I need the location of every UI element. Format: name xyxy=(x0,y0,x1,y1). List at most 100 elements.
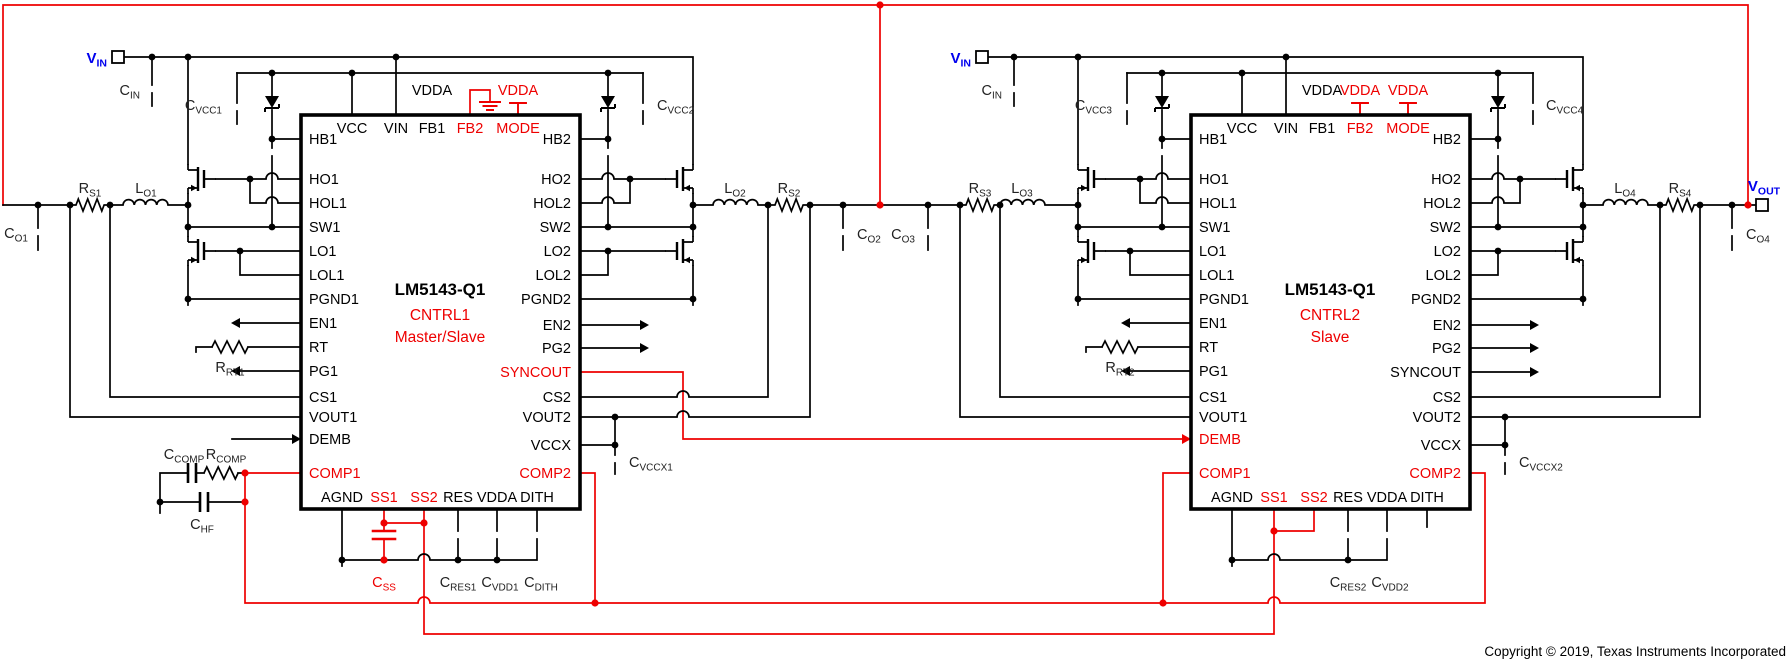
pin-label: VIN xyxy=(1274,121,1298,137)
pin-label: SS1 xyxy=(1260,490,1287,506)
pin-label: SS2 xyxy=(1300,490,1327,506)
pin-label: HOL2 xyxy=(1423,196,1461,212)
ic1-part-number: LM5143-Q1 xyxy=(395,280,486,299)
capacitor-icon xyxy=(447,531,469,539)
ground-icon xyxy=(1219,566,1245,576)
pin-label: SS2 xyxy=(410,490,437,506)
component-label: CO3 xyxy=(891,227,915,246)
junction-dot xyxy=(1494,247,1502,255)
junction-dot xyxy=(241,469,249,477)
wire xyxy=(579,250,666,276)
pin-label: FB1 xyxy=(419,121,446,137)
ground-icon xyxy=(1073,352,1099,362)
wire xyxy=(187,56,302,306)
pin-label: LO1 xyxy=(1199,244,1226,260)
syncout-demb-wire xyxy=(579,371,1183,440)
component-label: CRES2 xyxy=(1330,575,1367,594)
supply-label: VDDA xyxy=(1388,83,1429,99)
wire xyxy=(1077,56,1192,306)
junction-dot xyxy=(924,201,932,209)
component-label: CSS xyxy=(372,575,396,594)
ground-icon xyxy=(1570,305,1596,315)
ic1-labels: LM5143-Q1 CNTRL1 Master/Slave HB1 HO1 HO… xyxy=(309,83,571,506)
pin-label: RES xyxy=(443,490,473,506)
wire xyxy=(1126,56,1534,116)
pin-label: SW1 xyxy=(1199,220,1230,236)
ic2-labels: LM5143-Q1 CNTRL2 Slave HB1 HO1 HOL1 SW1 … xyxy=(1199,83,1461,506)
wire xyxy=(1105,172,1192,204)
pin-label: SW1 xyxy=(309,220,340,236)
junction-dot xyxy=(1074,223,1082,231)
pin-label: HO1 xyxy=(1199,172,1229,188)
capacitor-icon xyxy=(632,103,654,111)
wire xyxy=(195,339,302,355)
vin-terminal xyxy=(111,50,125,64)
component-label: RRT2 xyxy=(1105,360,1135,379)
mosfet-icon xyxy=(186,234,218,268)
vout-terminal xyxy=(1755,198,1769,212)
ground-icon xyxy=(175,305,201,315)
junction-dot xyxy=(1579,201,1587,209)
mosfet-icon xyxy=(1553,162,1585,196)
wire xyxy=(469,89,491,116)
junction-dot xyxy=(689,223,697,231)
pin-label: HB1 xyxy=(1199,132,1227,148)
junction-dot xyxy=(604,135,612,143)
pin-label: PG2 xyxy=(542,341,571,357)
component-label: CVCC4 xyxy=(1546,98,1584,117)
pin-label: CS1 xyxy=(1199,390,1227,406)
capacitor-icon xyxy=(1003,85,1025,93)
vin-label: VIN xyxy=(86,50,107,70)
capacitor-icon xyxy=(1487,148,1509,156)
arrow-icon xyxy=(1530,320,1539,330)
junction-dot xyxy=(1126,247,1134,255)
wire xyxy=(1469,324,1531,373)
pin-label: SW2 xyxy=(540,220,571,236)
capacitor-icon xyxy=(526,531,548,539)
pin-label: COMP1 xyxy=(309,466,361,482)
supply-label: VDDA xyxy=(498,83,539,99)
junction-dot xyxy=(876,201,884,209)
wire xyxy=(1469,193,1584,306)
junction-dots xyxy=(34,1,1752,607)
junction-dot xyxy=(348,69,356,77)
capacitor-icon xyxy=(486,531,508,539)
ground-icon xyxy=(329,566,355,576)
arrow-icon xyxy=(640,320,649,330)
pin-label: MODE xyxy=(1386,121,1430,137)
supply-label: VDDA xyxy=(412,83,453,99)
junction-dot xyxy=(1074,295,1082,303)
wire xyxy=(579,416,616,475)
capacitor-icon xyxy=(371,529,397,541)
junction-dot xyxy=(996,201,1004,209)
ic1-role: Master/Slave xyxy=(395,329,485,346)
junction-dot xyxy=(268,223,276,231)
pin-label: COMP1 xyxy=(1199,466,1251,482)
wire xyxy=(1469,250,1556,276)
ground-icon xyxy=(139,106,165,116)
junction-dot xyxy=(66,201,74,209)
ground-icon xyxy=(25,250,51,260)
junction-dot xyxy=(839,201,847,209)
wire xyxy=(123,56,694,165)
pin-label: VOUT1 xyxy=(1199,410,1247,426)
junction-dot xyxy=(1270,527,1278,535)
supply-label: VDDA xyxy=(1302,83,1343,99)
pin-label: PGND1 xyxy=(309,292,359,308)
capacitor-icon xyxy=(226,103,248,111)
capacitor-icon xyxy=(1151,148,1173,156)
output-bus xyxy=(692,196,1079,214)
junction-dot xyxy=(1158,69,1166,77)
ground-icon xyxy=(147,513,173,523)
ground-icon xyxy=(830,250,856,260)
junction-dot xyxy=(1074,201,1082,209)
pin-label: MODE xyxy=(496,121,540,137)
junction-dot xyxy=(1696,201,1704,209)
arrow-icon xyxy=(231,318,240,328)
ground-icon xyxy=(183,352,209,362)
wire xyxy=(987,56,1584,165)
output-bus xyxy=(2,196,189,214)
ic1-outline xyxy=(299,113,582,511)
component-label: CO1 xyxy=(4,226,28,245)
